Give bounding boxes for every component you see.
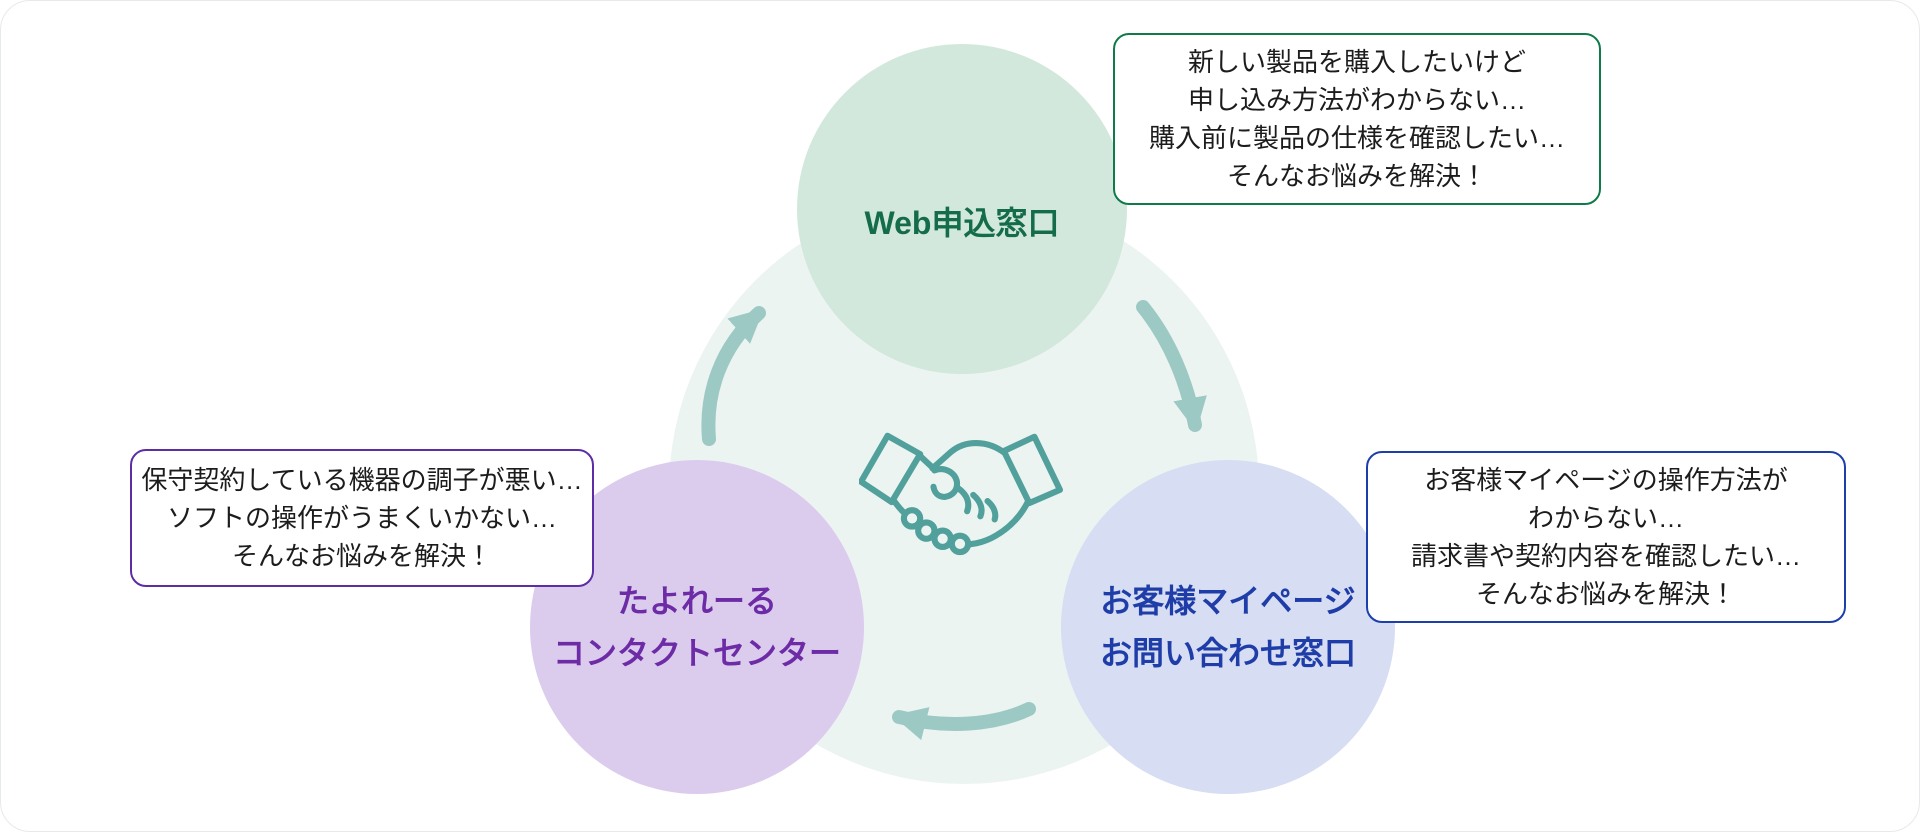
handshake-icon: [859, 432, 1063, 556]
flow-arrow-contact-to-web: [701, 306, 766, 446]
bubble-contact-center: 保守契約している機器の調子が悪い… ソフトの操作がうまくいかない… そんなお悩み…: [130, 449, 594, 587]
bubble-web-text: 新しい製品を購入したいけど 申し込み方法がわからない… 購入前に製品の仕様を確認…: [1148, 47, 1565, 191]
bubble-mypage-text: お客様マイページの操作方法が わからない… 請求書や契約内容を確認したい… そん…: [1410, 465, 1801, 609]
node-circle-web: [797, 44, 1127, 374]
bubble-mypage: お客様マイページの操作方法が わからない… 請求書や契約内容を確認したい… そん…: [1366, 451, 1846, 623]
flow-arrow-web-to-mypage: [1136, 300, 1207, 432]
bubble-web: 新しい製品を購入したいけど 申し込み方法がわからない… 購入前に製品の仕様を確認…: [1113, 33, 1601, 205]
bubble-contact-text: 保守契約している機器の調子が悪い… ソフトの操作がうまくいかない… そんなお悩み…: [141, 465, 583, 571]
flow-arrow-mypage-to-contact: [892, 702, 1036, 741]
node-circle-mypage: [1061, 460, 1395, 794]
